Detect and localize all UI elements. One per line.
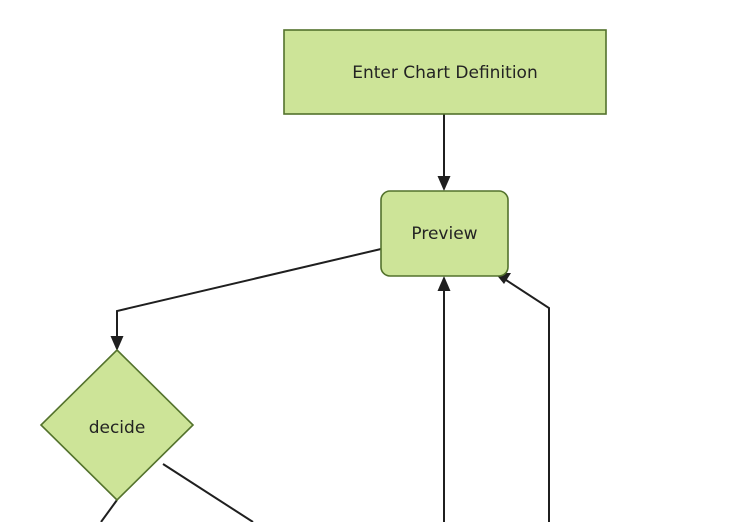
node-enter-chart-definition[interactable]: Enter Chart Definition — [283, 29, 607, 115]
arrowhead-icon — [437, 176, 451, 191]
edge-line — [116, 248, 382, 338]
edge-line — [100, 499, 118, 522]
edge-line — [162, 463, 254, 522]
arrowhead-icon — [110, 336, 124, 351]
edge-decide-out-right — [162, 463, 254, 522]
edge-enter-to-preview — [437, 114, 451, 191]
node-shape-diamond[interactable] — [39, 348, 195, 502]
arrowhead-icon — [437, 276, 451, 291]
edge-line — [505, 279, 550, 522]
edge-return-center-to-preview — [437, 276, 451, 522]
edge-return-right-to-preview — [495, 273, 550, 522]
node-shape-rounded-rectangle[interactable] — [380, 190, 509, 277]
node-decide[interactable]: decide — [39, 348, 195, 502]
edge-preview-to-decide — [110, 248, 382, 351]
node-shape-rectangle[interactable] — [283, 29, 607, 115]
edge-decide-out-left — [100, 499, 118, 522]
node-preview[interactable]: Preview — [380, 190, 509, 277]
